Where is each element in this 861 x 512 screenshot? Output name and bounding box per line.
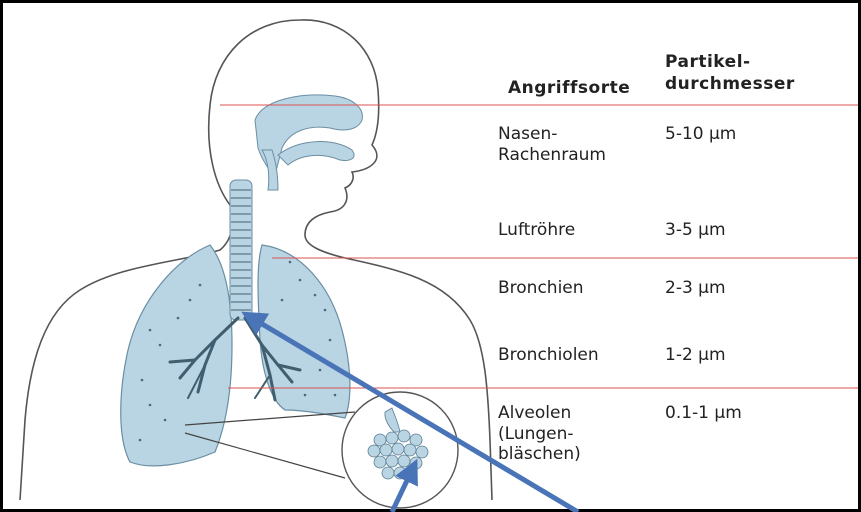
- row-bronchien-site: Bronchien: [498, 278, 584, 299]
- header-site: Angriffsorte: [508, 78, 630, 99]
- row-alveolen-site: Alveolen(Lungen-bläschen): [498, 403, 581, 465]
- trachea: [230, 180, 252, 320]
- row-nasen-site: Nasen-Rachenraum: [498, 124, 606, 165]
- row-bronchiolen-site: Bronchiolen: [498, 345, 599, 366]
- lung-left: [121, 245, 232, 466]
- header-diameter-line2: durchmesser: [665, 74, 795, 95]
- oral-cavity: [278, 142, 354, 165]
- row-bronchien-diameter: 2-3 µm: [665, 278, 726, 299]
- zoom-line-bottom: [185, 433, 345, 478]
- row-luftroehre-diameter: 3-5 µm: [665, 220, 726, 241]
- row-luftroehre-site: Luftröhre: [498, 220, 575, 241]
- row-bronchiolen-diameter: 1-2 µm: [665, 345, 726, 366]
- row-nasen-diameter: 5-10 µm: [665, 124, 736, 145]
- header-diameter-line1: Partikel-: [665, 52, 751, 73]
- row-alveolen-diameter: 0.1-1 µm: [665, 403, 742, 424]
